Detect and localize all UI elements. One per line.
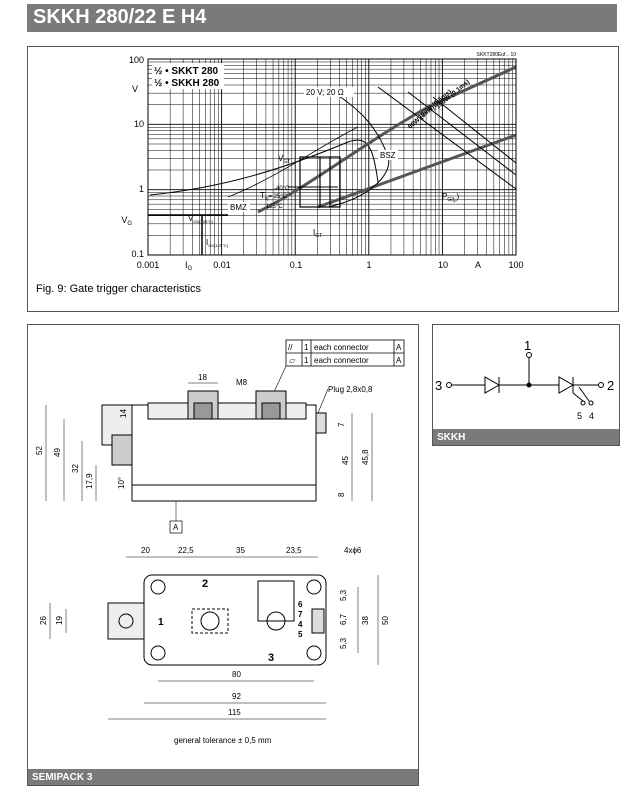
sch-terminal-3: 3: [435, 378, 442, 393]
footer-skkh: SKKH: [433, 429, 619, 445]
dim-5-3b: 5,3: [339, 637, 348, 649]
plug-label: Plug 2,8x0,8: [328, 385, 373, 394]
dim-50: 50: [381, 616, 390, 625]
y-tick-100: 100: [129, 55, 144, 65]
top-view: [107, 574, 327, 666]
sch-terminal-2: 2: [607, 378, 614, 393]
y-tick-1: 1: [139, 184, 144, 194]
ref-code: SKKT280Euf←10: [477, 52, 517, 58]
dim-18: 18: [198, 373, 207, 382]
dim-20: 20: [141, 546, 150, 555]
gate-trigger-chart: ½ • SKKT 280 ½ • SKKH 280 100 V 10 1 VG …: [121, 52, 523, 272]
dim-38: 38: [361, 616, 370, 625]
dim-23-5: 23,5: [286, 546, 302, 555]
label-vgd: VGD(125°C): [188, 214, 214, 224]
dim-26: 26: [39, 616, 48, 625]
footer-semipack-label: SEMIPACK 3: [32, 772, 93, 783]
dim-14: 14: [119, 409, 128, 418]
tol-value-2: 1: [304, 356, 309, 365]
terminal-6: 6: [298, 600, 303, 609]
dim-35: 35: [236, 546, 245, 555]
dim-80: 80: [232, 670, 241, 679]
legend-item-2: ½ • SKKH 280: [154, 78, 220, 89]
tolerance-note: general tolerance ± 0,5 mm: [174, 736, 272, 745]
tol-datum-1: A: [396, 343, 402, 352]
dim-7: 7: [337, 422, 346, 427]
tol-symbol-1: //: [288, 343, 293, 352]
page-title: SKKH 280/22 E H4: [33, 6, 207, 28]
tol-symbol-2: ▱: [289, 356, 296, 365]
dim-115: 115: [228, 708, 241, 717]
y-axis-label: VG: [121, 215, 132, 227]
dim-45-8: 45,8: [361, 449, 370, 465]
terminal-2: 2: [202, 578, 208, 590]
dim-92: 92: [232, 692, 241, 701]
figure-caption: Fig. 9: Gate trigger characteristics: [36, 283, 202, 295]
x-tick-10: 10: [438, 260, 448, 270]
side-view: [101, 390, 327, 502]
dim-22-5: 22,5: [178, 546, 194, 555]
label-t-minus40: -40°C: [274, 186, 290, 192]
tol-value-1: 1: [304, 343, 309, 352]
label-vgt: VGT: [278, 154, 290, 165]
tolerance-table: [285, 339, 405, 367]
dim-19: 19: [55, 616, 64, 625]
dim-45: 45: [341, 456, 350, 465]
x-tick-1: 1: [366, 260, 371, 270]
dim-holes: 4xϕ6: [344, 546, 362, 555]
terminal-5: 5: [298, 630, 303, 639]
label-bsz: BSZ: [380, 151, 396, 160]
label-pg: PG(tp): [442, 192, 460, 203]
dim-52: 52: [35, 446, 44, 455]
tol-datum-2: A: [396, 356, 402, 365]
label-tvj: Tvj= 25°C: [260, 191, 288, 202]
footer-skkh-label: SKKH: [437, 432, 466, 443]
dim-6-7: 6,7: [339, 613, 348, 625]
title-bar: SKKH 280/22 E H4: [27, 4, 617, 32]
sch-terminal-5: 5: [577, 411, 582, 421]
legend-item-1: ½ • SKKT 280: [154, 66, 219, 77]
datum-a: A: [173, 523, 179, 532]
dim-8: 8: [337, 492, 346, 497]
figure-panel: ½ • SKKT 280 ½ • SKKH 280 100 V 10 1 VG …: [27, 46, 619, 312]
x-unit: A: [475, 260, 481, 270]
tol-text-2: each connector: [314, 356, 369, 365]
dim-5-3a: 5,3: [339, 589, 348, 601]
x-tick-01: 0.1: [290, 260, 303, 270]
x-tick-001: 0.01: [213, 260, 231, 270]
terminal-1: 1: [158, 617, 164, 628]
dim-32: 32: [71, 464, 80, 473]
tol-text-1: each connector: [314, 343, 369, 352]
y-tick-01: 0.1: [131, 249, 144, 259]
schematic-panel: 1 3 2 5 4 SKKH: [432, 324, 620, 446]
y-unit: V: [132, 84, 138, 94]
label-20v: 20 V; 20 Ω: [306, 88, 344, 97]
drawing-panel: // 1 each connector A ▱ 1 each connector…: [27, 324, 419, 786]
label-igd: IGD(125°C): [206, 238, 229, 248]
sch-terminal-1: 1: [524, 338, 531, 353]
terminal-3: 3: [268, 652, 274, 664]
dim-10deg: 10°: [117, 477, 126, 489]
x-tick-100: 100: [508, 260, 523, 270]
circuit-schematic: 1 3 2 5 4: [435, 338, 614, 421]
label-igt: IGT: [313, 228, 322, 239]
mechanical-drawing: // 1 each connector A ▱ 1 each connector…: [35, 339, 405, 745]
footer-semipack: SEMIPACK 3: [28, 769, 418, 785]
terminal-7: 7: [298, 610, 303, 619]
x-tick-0001: 0.001: [137, 260, 160, 270]
sch-terminal-4: 4: [589, 411, 594, 421]
dim-17-9: 17,9: [85, 473, 94, 489]
y-tick-10: 10: [134, 119, 144, 129]
dim-49: 49: [53, 448, 62, 457]
label-t125: 125°C: [266, 204, 283, 210]
x-axis-label: IG: [185, 260, 193, 272]
label-bmz: BMZ: [230, 203, 247, 212]
terminal-4: 4: [298, 620, 303, 629]
dim-m8: M8: [236, 378, 248, 387]
